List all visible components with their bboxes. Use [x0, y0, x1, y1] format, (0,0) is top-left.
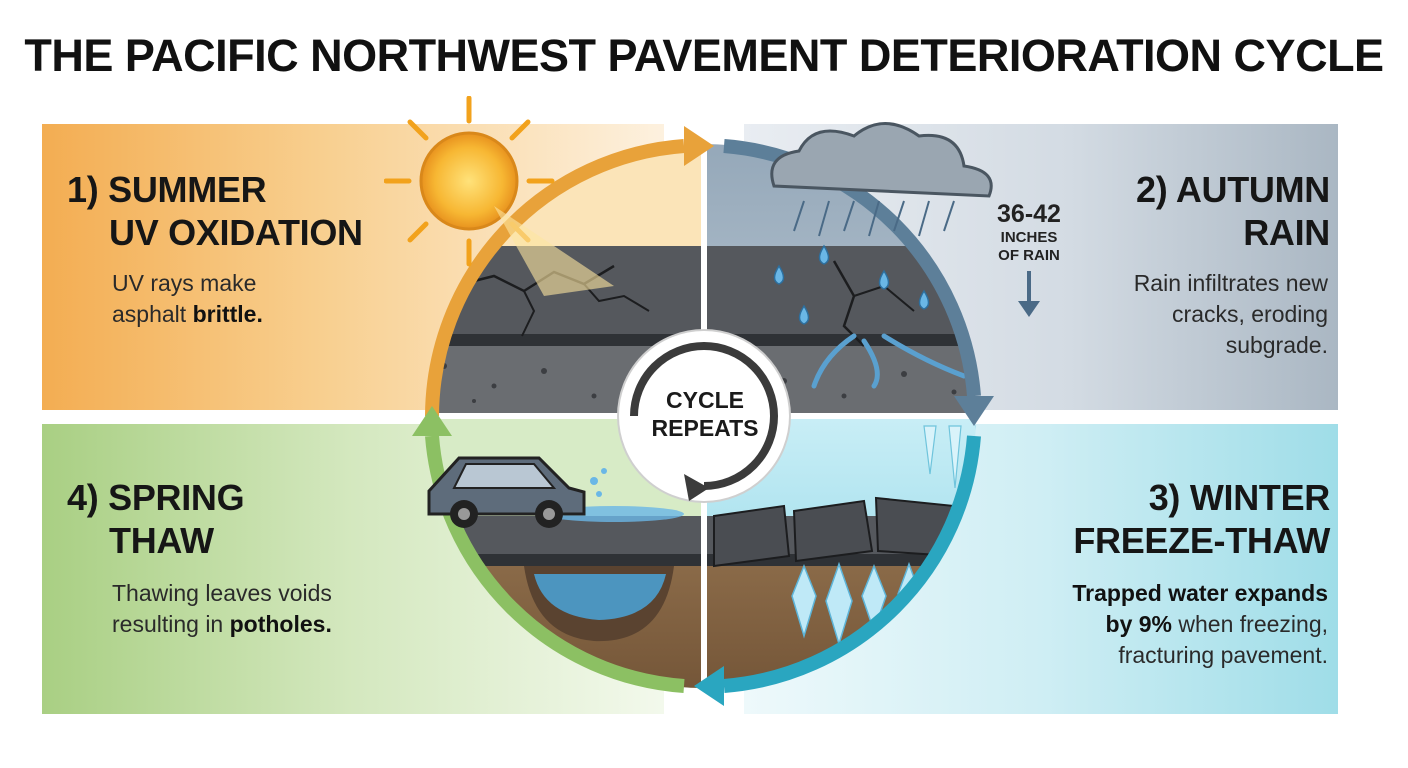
spring-arrowhead: [412, 406, 452, 436]
center-line1: CYCLE: [666, 387, 744, 413]
spring-desc-pre: resulting in: [112, 611, 230, 637]
rain-streaks: [793, 200, 955, 237]
summer-heading-line1: 1) SUMMER: [67, 169, 267, 210]
spring-heading-line2: THAW: [109, 520, 214, 561]
fractured-slabs: [713, 496, 955, 568]
center-disc: [617, 329, 791, 503]
winter-arrowhead: [694, 666, 724, 706]
winter-arc: [723, 435, 981, 693]
winter-desc-line3: fracturing pavement.: [1118, 642, 1328, 668]
autumn-arrowhead: [954, 396, 994, 426]
winter-desc-line2: by 9% when freezing,: [1072, 609, 1328, 640]
winter-desc-line1: Trapped water expands: [1072, 580, 1328, 606]
autumn-desc-line2: cracks, eroding: [1172, 301, 1328, 327]
cloud-icon: [770, 122, 993, 198]
cycle-diagram: [384, 96, 994, 706]
cycle-arrow-icon: [630, 342, 778, 490]
spring-heading-line1: 4) SPRING: [67, 477, 245, 518]
autumn-heading-line2: RAIN: [1243, 212, 1330, 253]
splash: [590, 468, 607, 497]
page-title: THE PACIFIC NORTHWEST PAVEMENT DETERIORA…: [24, 30, 1384, 81]
summer-desc-line2: asphalt brittle.: [112, 299, 263, 330]
raindrop-icon: [773, 244, 930, 325]
spring-heading: 4) SPRING THAW: [67, 476, 245, 562]
summer-desc-bold: brittle.: [192, 301, 263, 327]
summer-arrowhead: [684, 126, 714, 166]
autumn-heading-line1: 2) AUTUMN: [1136, 169, 1330, 210]
winter-heading-line1: 3) WINTER: [1148, 477, 1331, 518]
spring-desc-line2: resulting in potholes.: [112, 609, 332, 640]
center-line2: REPEATS: [651, 415, 759, 441]
autumn-desc-line1: Rain infiltrates new: [1133, 270, 1328, 296]
rain-stat-label2: OF RAIN: [998, 247, 1060, 264]
autumn-heading: 2) AUTUMN RAIN: [1136, 168, 1330, 254]
autumn-description: Rain infiltrates new cracks, eroding sub…: [1134, 268, 1328, 361]
rain-statistic: 36-42 INCHES OF RAIN: [984, 200, 1074, 319]
spring-description: Thawing leaves voids resulting in pothol…: [112, 578, 332, 640]
spring-desc-bold: potholes.: [229, 611, 332, 637]
winter-heading-line2: FREEZE-THAW: [1073, 520, 1330, 561]
spring-desc-line1: Thawing leaves voids: [112, 580, 332, 606]
summer-heading: 1) SUMMER UV OXIDATION: [67, 168, 363, 254]
autumn-desc-line3: subgrade.: [1225, 332, 1328, 358]
pothole-water: [534, 574, 666, 620]
sun-icon: [384, 96, 614, 296]
rain-stat-value: 36-42: [997, 200, 1061, 228]
summer-desc-line1: UV rays make: [112, 270, 257, 296]
cycle-ring: [425, 139, 981, 693]
summer-arc: [425, 139, 685, 417]
winter-description: Trapped water expands by 9% when freezin…: [1072, 578, 1328, 671]
summer-heading-line2: UV OXIDATION: [109, 212, 363, 253]
winter-desc-post: when freezing,: [1172, 611, 1328, 637]
summer-desc-pre: asphalt: [112, 301, 193, 327]
car-icon: [427, 456, 586, 528]
rain-stat-label1: INCHES: [1000, 229, 1058, 246]
center-label: CYCLE REPEATS: [640, 386, 770, 442]
summer-description: UV rays make asphalt brittle.: [112, 268, 263, 330]
water-flow-arrows: [811, 333, 967, 389]
winter-desc-bold: by 9%: [1105, 611, 1173, 637]
down-arrow-icon: [1018, 271, 1040, 317]
winter-heading: 3) WINTER FREEZE-THAW: [1073, 476, 1330, 562]
